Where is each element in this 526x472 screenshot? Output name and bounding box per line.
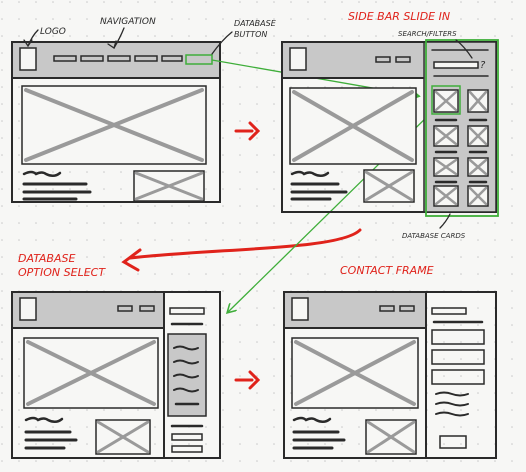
nav-links bbox=[53, 55, 183, 62]
label-database-cards: DATABASE CARDS bbox=[402, 232, 466, 240]
search-field bbox=[433, 61, 479, 69]
label-contact-frame: CONTACT FRAME bbox=[340, 264, 434, 277]
contact-field bbox=[431, 349, 485, 365]
label-search-filters: SEARCH/FILTERS bbox=[398, 30, 457, 38]
label-database-option-2: OPTION SELECT bbox=[18, 266, 106, 279]
annotation-red-layer: SIDE BAR SLIDE IN DATABASE OPTION SELECT… bbox=[18, 10, 450, 279]
logo-box bbox=[19, 47, 37, 71]
arrow-right-bottom bbox=[234, 370, 261, 390]
logo-box bbox=[289, 47, 307, 71]
wireframe-frame-default bbox=[11, 41, 221, 203]
label-navigation: NAVIGATION bbox=[100, 17, 156, 27]
wireframe-frame-sidebar bbox=[281, 39, 499, 217]
hero-x bbox=[24, 88, 204, 162]
wireframe-frame-option-select bbox=[11, 291, 221, 459]
help-icon: ? bbox=[480, 60, 486, 71]
arrow-curve-down bbox=[121, 228, 362, 272]
database-button bbox=[185, 54, 213, 65]
annotation-pointers bbox=[23, 27, 473, 229]
arrow-right-top bbox=[234, 121, 261, 141]
database-cards bbox=[431, 85, 489, 207]
label-database-button-2: BUTTON bbox=[234, 30, 267, 39]
submit-box bbox=[439, 435, 467, 449]
label-database-option-1: DATABASE bbox=[18, 252, 75, 265]
wireframe-frame-contact bbox=[283, 291, 497, 459]
scribble-heading bbox=[22, 170, 62, 177]
contact-field bbox=[431, 369, 485, 385]
sidebar-highlight bbox=[425, 39, 499, 217]
header-bar bbox=[13, 43, 219, 77]
annotation-layer: LOGO NAVIGATION DATABASE BUTTON SEARCH/F… bbox=[40, 17, 486, 240]
label-sidebar-slide-in: SIDE BAR SLIDE IN bbox=[348, 10, 450, 23]
contact-field bbox=[431, 329, 485, 345]
label-database-button-1: DATABASE bbox=[234, 19, 277, 28]
label-logo: LOGO bbox=[40, 27, 66, 37]
